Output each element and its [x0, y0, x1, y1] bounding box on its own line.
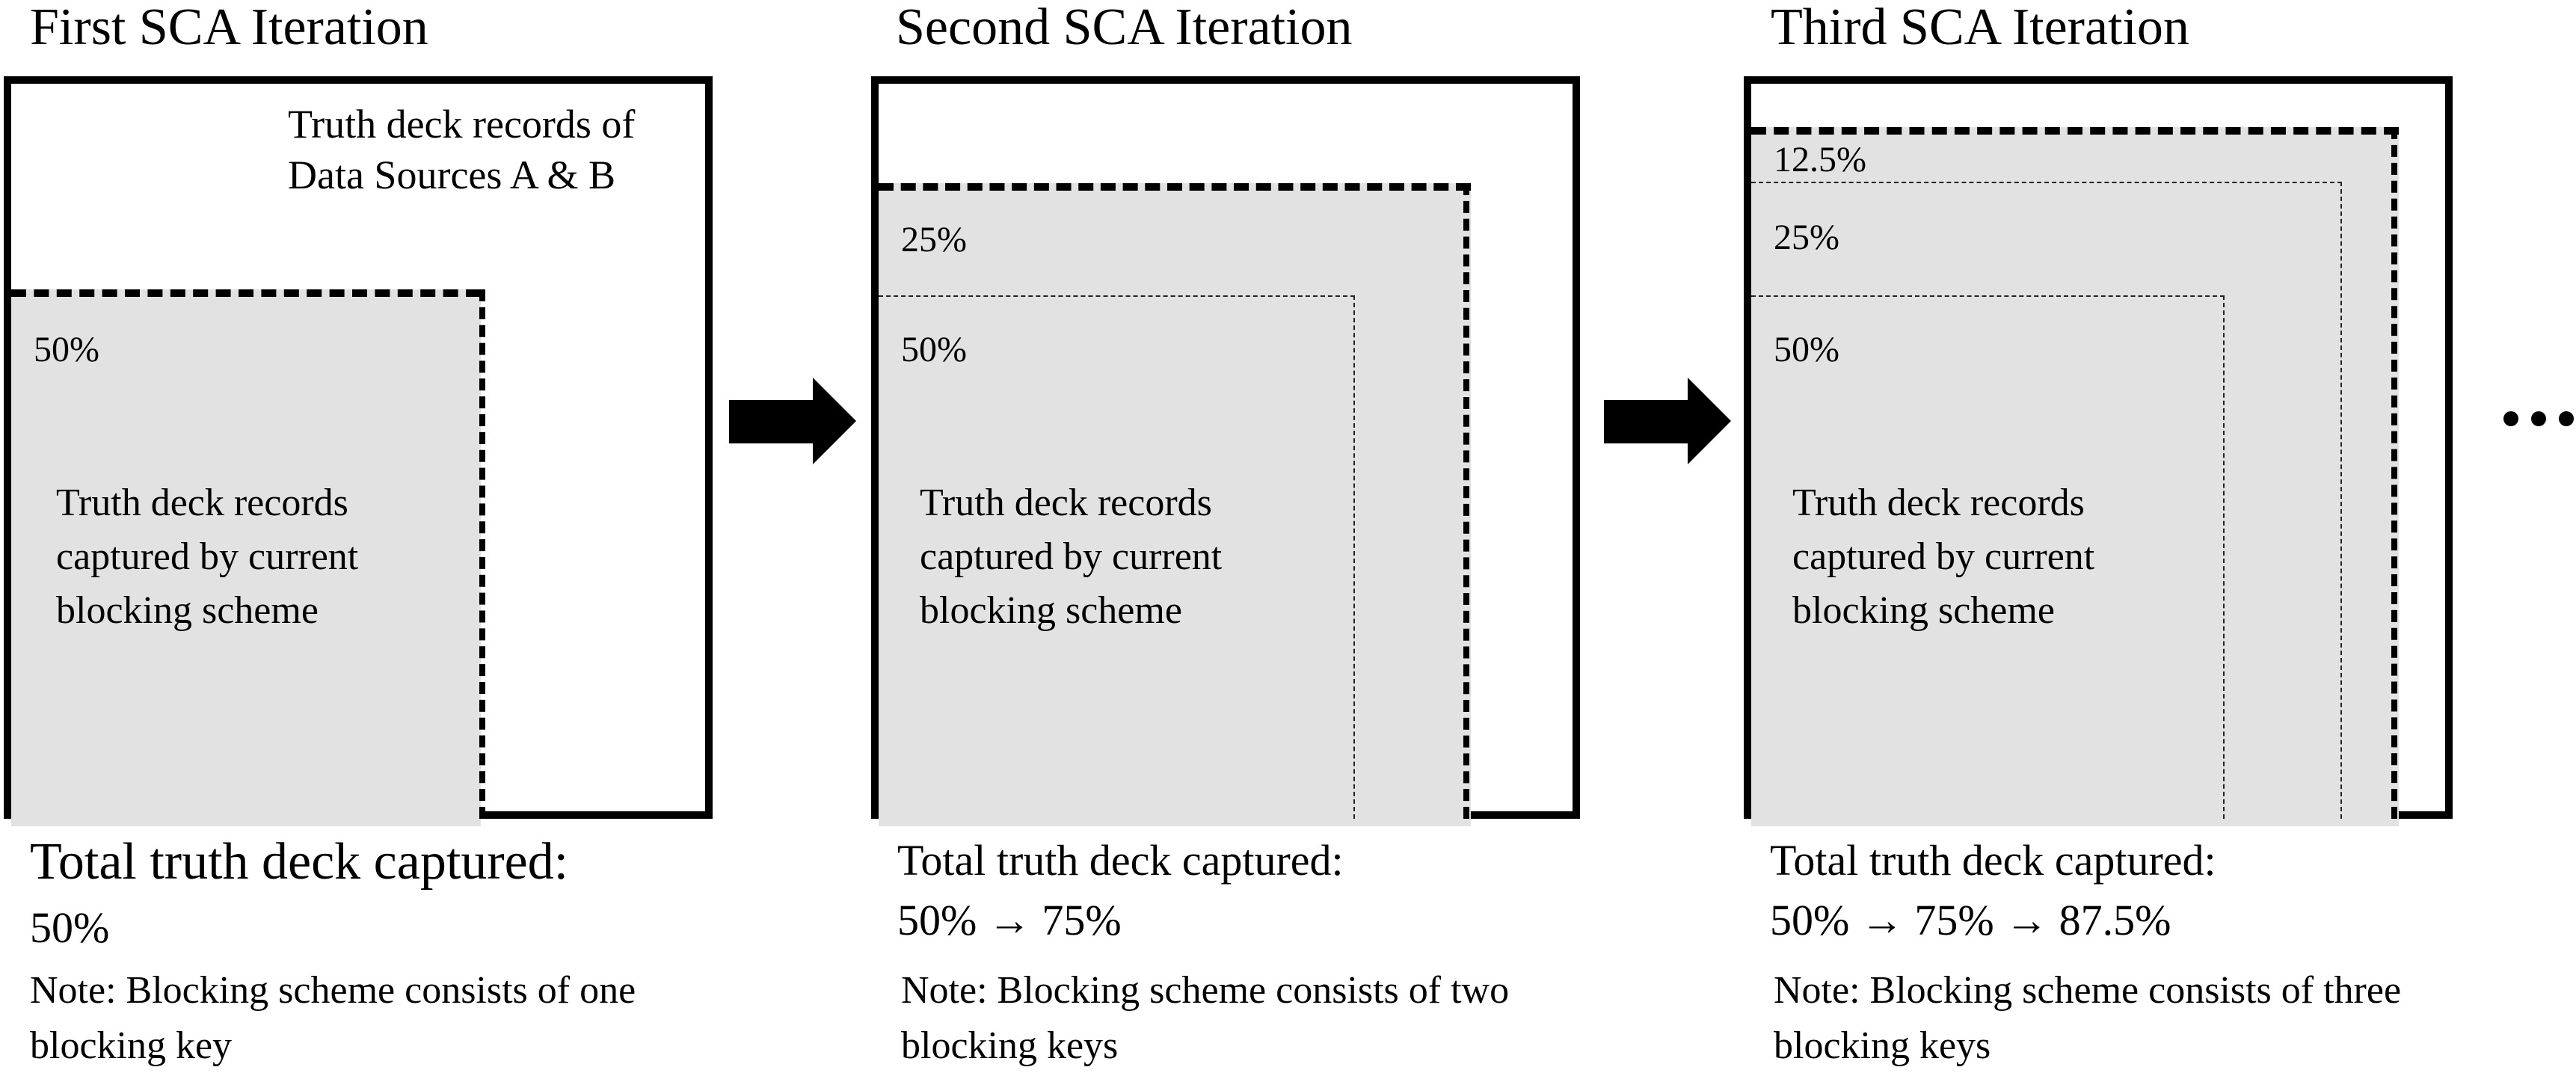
panel-3-region-label-25: 25%: [1774, 218, 1839, 257]
note-line-2: blocking keys: [1774, 1024, 1991, 1067]
panel-2-title: Second SCA Iteration: [896, 0, 1353, 56]
captured-text-line-2: captured by current: [56, 535, 359, 578]
panel-2-total-label: Total truth deck captured:: [897, 836, 1344, 885]
captured-text-line-1: Truth deck records: [1792, 482, 2085, 524]
panel-2-region-label-25: 25%: [901, 220, 967, 259]
note-line-1: Note: Blocking scheme consists of two: [901, 969, 1510, 1012]
panel-2-truth-deck-box: 25% 50% Truth deck records captured by c…: [871, 76, 1580, 826]
panel-2-captured-region: [879, 183, 1471, 826]
panel-3-captured-region: [1751, 127, 2399, 826]
panel-3-region-label-50: 50%: [1774, 330, 1839, 369]
panel-3-title: Third SCA Iteration: [1771, 0, 2189, 56]
panel-1-source-label: Truth deck records of Data Sources A & B: [288, 99, 635, 200]
panel-3-note: Note: Blocking scheme consists of three …: [1774, 963, 2401, 1074]
panel-1-captured-region-right-edge: [479, 289, 485, 819]
panel-2-captured-region-right-edge: [1463, 183, 1469, 819]
note-line-2: blocking keys: [901, 1024, 1119, 1067]
panel-1-total-label: Total truth deck captured:: [30, 833, 569, 891]
panel-3-truth-deck-box: 12.5% 25% 50% Truth deck records capture…: [1744, 76, 2453, 826]
panel-1-captured-text: Truth deck records captured by current b…: [56, 476, 358, 638]
panel-2-total-sequence: 50% → 75%: [897, 896, 1122, 944]
panel-2-captured-text: Truth deck records captured by current b…: [920, 476, 1222, 638]
panel-1-region-label-50: 50%: [34, 330, 99, 369]
ellipsis-icon: [2501, 408, 2576, 430]
panel-1-captured-region: [11, 289, 481, 826]
captured-text-line-2: captured by current: [920, 535, 1223, 578]
panel-1-title: First SCA Iteration: [30, 0, 428, 56]
captured-text-line-3: blocking scheme: [56, 589, 319, 632]
captured-text-line-1: Truth deck records: [920, 482, 1212, 524]
captured-text-line-3: blocking scheme: [1792, 589, 2055, 632]
panel-3-region-label-12-5: 12.5%: [1774, 140, 1866, 179]
panel-1-total-sequence: 50%: [30, 903, 110, 952]
panel-3-captured-region-right-edge: [2391, 127, 2397, 819]
panel-1-note: Note: Blocking scheme consists of one bl…: [30, 963, 636, 1074]
captured-text-line-2: captured by current: [1792, 535, 2095, 578]
right-arrow-icon: [1604, 378, 1733, 466]
note-line-2: blocking key: [30, 1024, 233, 1067]
captured-text-line-3: blocking scheme: [920, 589, 1182, 632]
source-label-line-1: Truth deck records of: [288, 102, 636, 147]
panel-2-region-label-50: 50%: [901, 330, 967, 369]
panel-2-previous-region-boundary: [879, 295, 1355, 819]
panel-3-total-sequence: 50% → 75% → 87.5%: [1770, 896, 2171, 944]
panel-3-captured-text: Truth deck records captured by current b…: [1792, 476, 2094, 638]
panel-3-total-label: Total truth deck captured:: [1770, 836, 2216, 885]
source-label-line-2: Data Sources A & B: [288, 153, 615, 197]
panel-3-second-region-boundary: [1751, 182, 2342, 819]
captured-text-line-1: Truth deck records: [56, 482, 348, 524]
panel-1-truth-deck-box: Truth deck records of Data Sources A & B…: [4, 76, 713, 826]
note-line-1: Note: Blocking scheme consists of one: [30, 969, 636, 1012]
right-arrow-icon: [729, 378, 858, 466]
panel-2-note: Note: Blocking scheme consists of two bl…: [901, 963, 1509, 1074]
note-line-1: Note: Blocking scheme consists of three: [1774, 969, 2402, 1012]
panel-3-first-region-boundary: [1751, 295, 2225, 819]
